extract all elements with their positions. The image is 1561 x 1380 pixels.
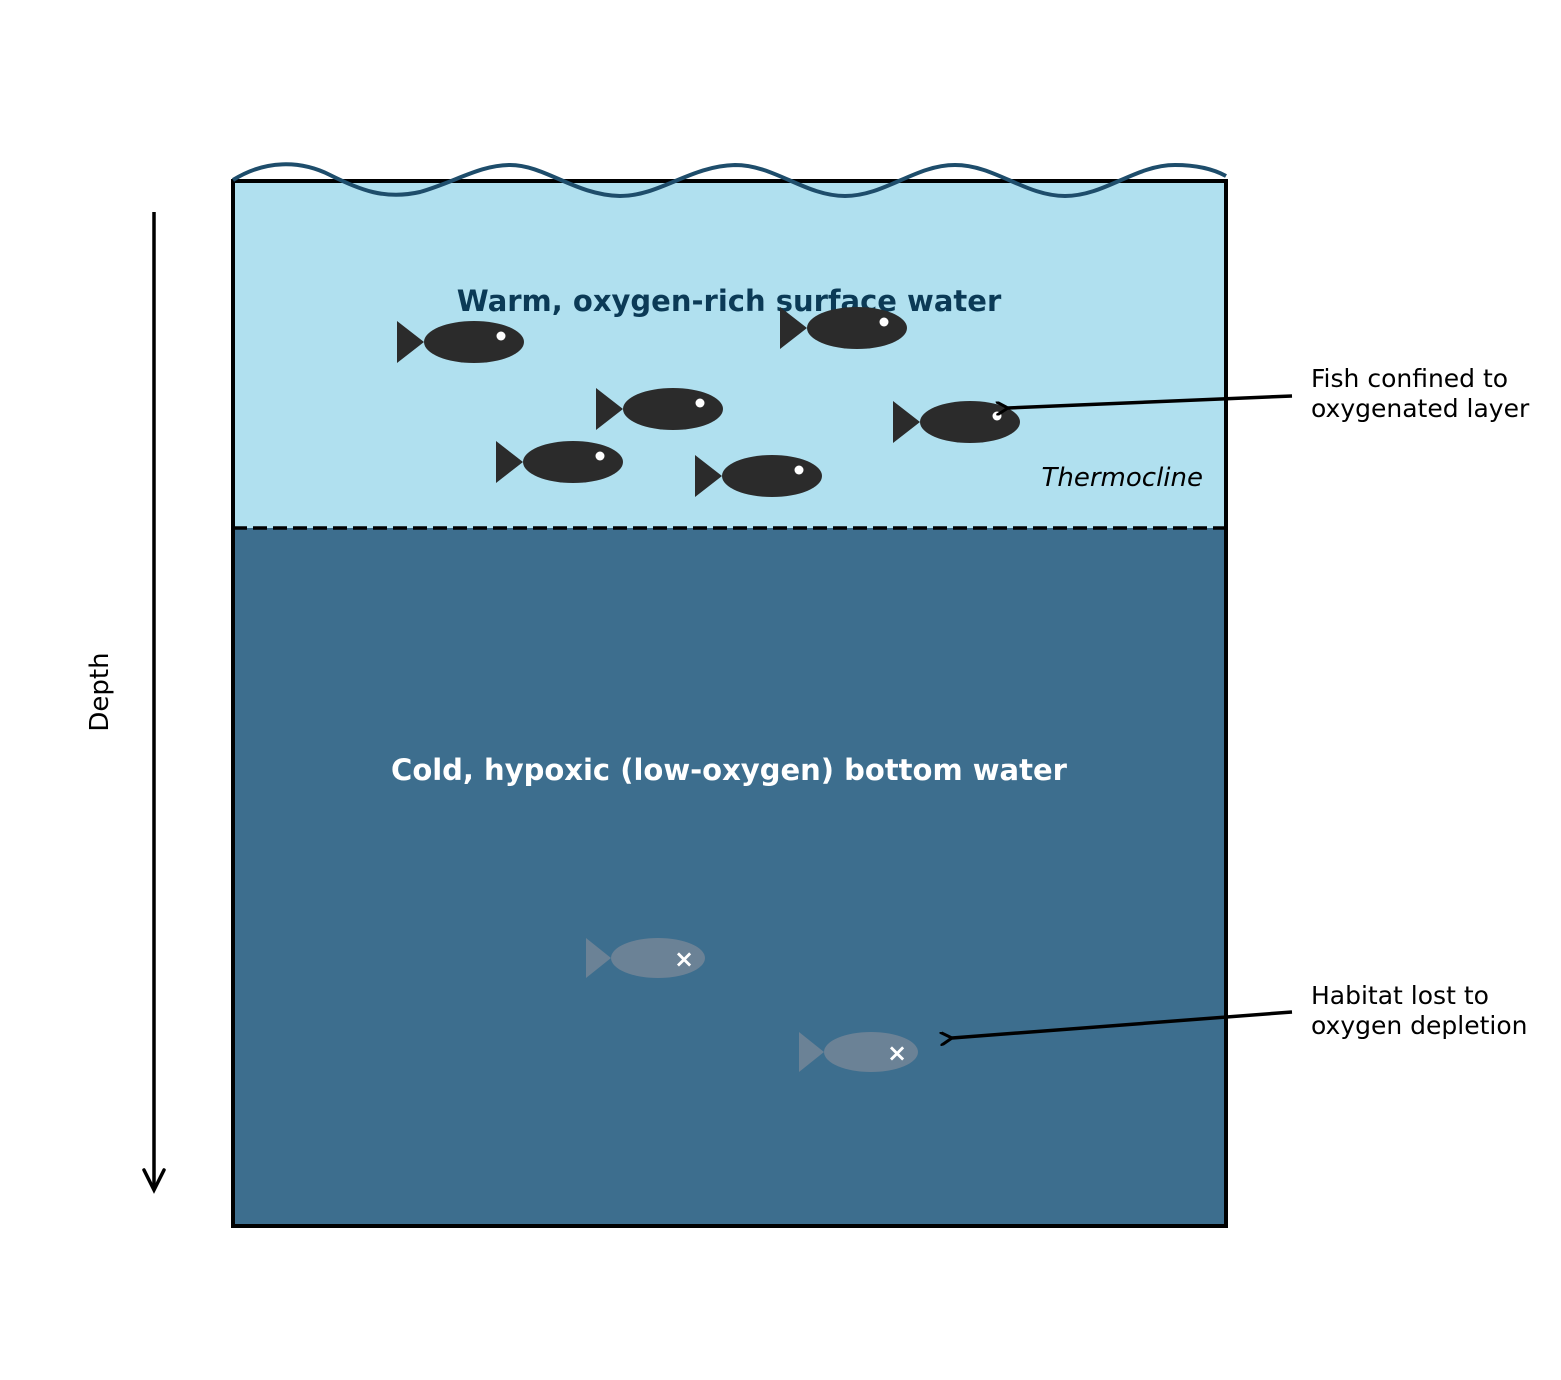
annotation-habitat-lost: Habitat lost to oxygen depletion bbox=[952, 981, 1528, 1040]
healthy-fish bbox=[893, 401, 1020, 443]
depth-arrow-head-icon bbox=[142, 1168, 166, 1194]
annotation-confined: Fish confined to oxygenated layer bbox=[1008, 364, 1530, 423]
annotation-confined-arrow bbox=[1008, 394, 1293, 408]
healthy-fish bbox=[596, 388, 723, 430]
depth-label: Depth bbox=[85, 652, 115, 731]
depth-axis: Depth bbox=[85, 212, 166, 1194]
annotation-confined-line2: oxygenated layer bbox=[1311, 394, 1530, 423]
healthy-fish bbox=[695, 455, 822, 497]
water-surface-wave bbox=[231, 162, 1227, 199]
healthy-fish bbox=[397, 321, 524, 363]
bottom-water-label: Cold, hypoxic (low-oxygen) bottom water bbox=[391, 753, 1068, 787]
healthy-fish bbox=[780, 307, 907, 349]
annotation-habitat-lost-line1: Habitat lost to bbox=[1311, 981, 1489, 1010]
annotation-habitat-lost-line2: oxygen depletion bbox=[1311, 1011, 1528, 1040]
bottom-water-layer bbox=[233, 528, 1226, 1226]
dead-fish-x-marker: × bbox=[674, 945, 694, 973]
annotation-confined-line1: Fish confined to bbox=[1311, 364, 1508, 393]
surface-water-label: Warm, oxygen-rich surface water bbox=[457, 284, 1002, 318]
dead-fish-x-marker: × bbox=[887, 1039, 907, 1067]
water-column-outline bbox=[231, 179, 1228, 1228]
healthy-fish bbox=[496, 441, 623, 483]
dead-fish: × bbox=[586, 938, 705, 978]
thermocline-label: Thermocline bbox=[1042, 463, 1204, 493]
dead-fish: × bbox=[799, 1032, 918, 1072]
annotation-habitat-lost-arrow bbox=[952, 1010, 1293, 1038]
